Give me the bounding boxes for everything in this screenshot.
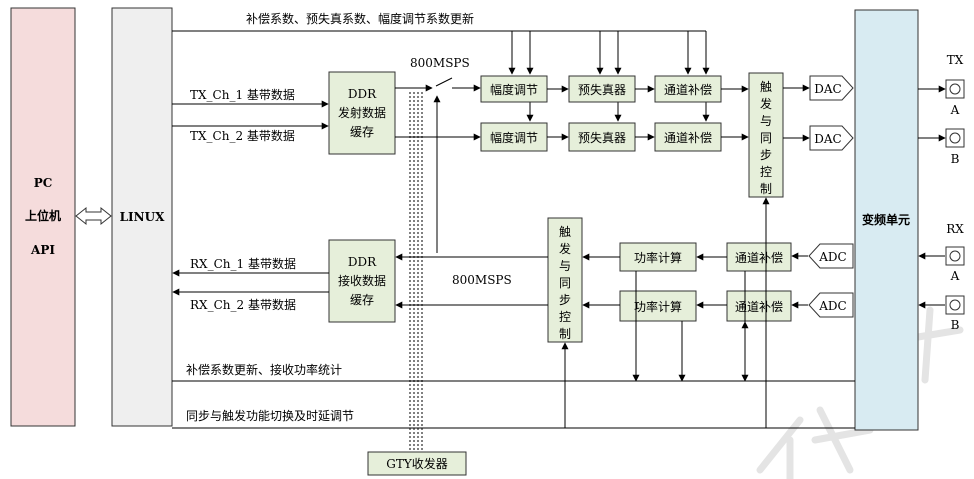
adc-1 <box>808 243 854 269</box>
tx-trig-char-6: 制 <box>760 182 772 196</box>
ddr-tx-buffer <box>328 71 396 155</box>
amp-adjust-2 <box>480 122 548 152</box>
pc-label: PC <box>34 176 53 190</box>
tx-port-title: TX <box>947 53 964 67</box>
rx-channel-comp-2-label: 通道补偿 <box>735 299 783 314</box>
rx-port-title: RX <box>946 222 964 236</box>
adc-1-label: ADC <box>818 250 846 264</box>
tx-ch2-label: TX_Ch_2 基带数据 <box>190 128 295 143</box>
dac-1-label: DAC <box>814 82 841 96</box>
rx-trig-char-3: 同 <box>559 276 571 290</box>
ddr-tx-label-1: DDR <box>348 87 377 101</box>
rx-port-b-label: B <box>951 318 960 332</box>
tx-trig-char-3: 同 <box>760 131 772 145</box>
tx-trig-char-5: 控 <box>760 165 772 179</box>
ddr-rx-label-1: DDR <box>348 255 377 269</box>
ddr-tx-label-3: 缓存 <box>350 125 374 139</box>
rx-trig-char-5: 控 <box>559 310 571 324</box>
ddr-rx-label-2: 接收数据 <box>338 273 386 288</box>
tx-trig-char-0: 触 <box>760 80 772 94</box>
tx-channel-comp-1 <box>654 75 722 103</box>
adc-2 <box>808 292 854 318</box>
tx-channel-comp-2 <box>654 122 722 152</box>
tx-port-a-connector <box>949 83 961 95</box>
tx-trigger-sync-label: 触 发 与 同 步 控 制 <box>760 80 772 196</box>
rx-trig-char-4: 步 <box>559 293 571 307</box>
linux-label: LINUX <box>120 210 165 224</box>
tx-trig-char-1: 发 <box>760 96 772 111</box>
rx-trig-char-1: 发 <box>559 241 571 256</box>
tx-trig-char-2: 与 <box>760 114 772 128</box>
amp-adjust-2-label: 幅度调节 <box>490 130 538 145</box>
dac-2 <box>809 125 854 151</box>
rx-ch1-label: RX_Ch_1 基带数据 <box>190 256 296 271</box>
predistorter-1-label: 预失真器 <box>578 82 626 97</box>
api-label: API <box>30 243 55 257</box>
linux-block <box>111 7 173 427</box>
tx-trig-char-4: 步 <box>760 148 772 162</box>
gty-label: GTY收发器 <box>386 456 448 471</box>
ddr-rx-buffer <box>328 239 396 323</box>
predistorter-1 <box>568 75 636 103</box>
rx-trig-char-2: 与 <box>559 259 571 273</box>
rx-channel-comp-1-label: 通道补偿 <box>735 250 783 265</box>
rx-channel-comp-1 <box>726 242 792 272</box>
dac-1 <box>809 75 854 101</box>
rx-sample-rate: 800MSPS <box>452 273 512 287</box>
ddr-rx-label-3: 缓存 <box>350 293 374 307</box>
dac-2-label: DAC <box>814 132 841 146</box>
tx-port-b-label: B <box>951 152 960 166</box>
tx-channel-comp-1-label: 通道补偿 <box>664 82 712 97</box>
bus-rx-label: 补偿系数更新、接收功率统计 <box>186 362 342 377</box>
ddr-tx-label-2: 发射数据 <box>338 105 386 120</box>
rx-trig-char-0: 触 <box>559 225 571 239</box>
tx-channel-comp-2-label: 通道补偿 <box>664 130 712 145</box>
bus-sync-label: 同步与触发功能切换及时延调节 <box>186 408 354 423</box>
tx-sample-rate: 800MSPS <box>410 56 470 70</box>
tx-ch1-label: TX_Ch_1 基带数据 <box>190 87 295 102</box>
power-calc-1-label: 功率计算 <box>634 250 682 265</box>
rx-port-a-connector <box>949 250 961 262</box>
power-calc-2 <box>619 290 697 322</box>
pc-host-label: 上位机 <box>25 208 61 223</box>
tx-trigger-sync-block <box>748 72 784 198</box>
amp-adjust-1-label: 幅度调节 <box>490 82 538 97</box>
rx-ch2-label: RX_Ch_2 基带数据 <box>190 297 296 312</box>
rx-channel-comp-2 <box>726 290 792 322</box>
power-calc-2-label: 功率计算 <box>634 299 682 314</box>
rx-trigger-sync-block <box>547 217 583 343</box>
freq-conversion-unit <box>854 9 919 431</box>
adc-2-label: ADC <box>818 299 846 313</box>
top-bus-label: 补偿系数、预失真系数、幅度调节系数更新 <box>246 11 474 26</box>
pc-api-block <box>10 7 76 427</box>
predistorter-2-label: 预失真器 <box>578 130 626 145</box>
rx-trigger-sync-label: 触 发 与 同 步 控 制 <box>559 225 571 341</box>
freq-conversion-label: 变频单元 <box>862 212 910 227</box>
power-calc-1 <box>619 242 697 272</box>
pc-linux-link <box>75 206 112 226</box>
gty-transceiver <box>367 451 467 476</box>
rx-trig-char-6: 制 <box>559 327 571 341</box>
rx-port-b-connector <box>949 299 961 311</box>
tx-port-a-label: A <box>950 103 960 117</box>
tx-port-b-connector <box>949 132 961 144</box>
rx-port-a-label: A <box>950 269 960 283</box>
